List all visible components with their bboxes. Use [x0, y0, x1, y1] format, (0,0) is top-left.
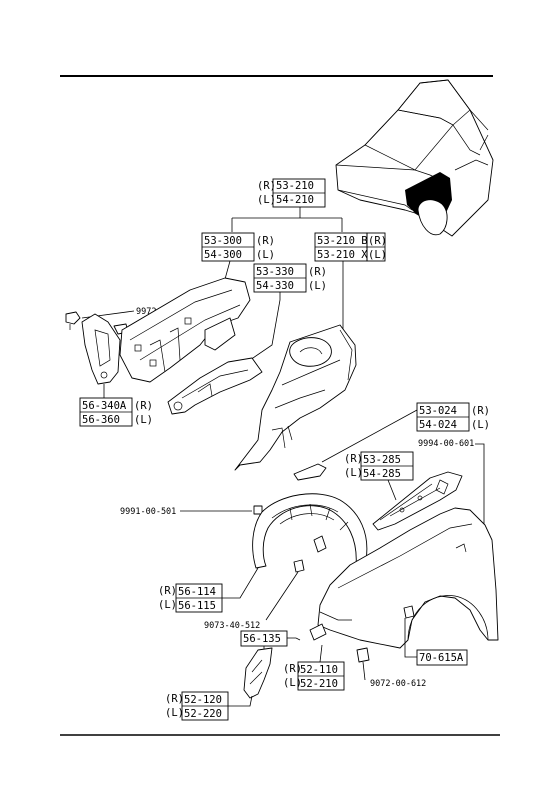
- part-mudguard-56-114: [252, 493, 368, 569]
- part-56-114: 56-114: [178, 586, 216, 598]
- callout-56-114: (R) (L) 56-114 56-115: [158, 567, 259, 613]
- label-110-r: (R): [283, 663, 302, 675]
- label-114-l: (L): [158, 599, 177, 611]
- label-top-l: (L): [257, 194, 276, 206]
- part-52-110: 52-110: [300, 664, 338, 676]
- label-285-r: (R): [344, 453, 363, 465]
- part-56-340a: 56-340A: [82, 400, 127, 412]
- part-54-285: 54-285: [363, 468, 401, 480]
- part-shield-52-120: [243, 647, 273, 699]
- part-53-285: 53-285: [363, 454, 401, 466]
- part-53-210: 53-210: [276, 180, 314, 192]
- label-024-r: (R): [471, 405, 490, 417]
- label-210b-r: (R): [368, 235, 387, 247]
- part-53-330: 53-330: [256, 266, 294, 278]
- part-lower-member-53-330: [167, 357, 263, 415]
- part-bracket-53-024: [293, 463, 327, 481]
- bolt-icon: [65, 311, 81, 325]
- screw-icon: [253, 505, 263, 515]
- label-285-l: (L): [344, 467, 363, 479]
- callout-53-300: 53-300 54-300 (R) (L): [201, 232, 275, 291]
- callout-53-210: (R) (L) 53-210 54-210: [231, 178, 343, 232]
- bolt-icon-2: [356, 647, 370, 663]
- callout-52-120: (R) (L) 52-120 52-220: [165, 691, 253, 721]
- part-56-360: 56-360: [82, 414, 120, 426]
- label-330-l: (L): [308, 280, 327, 292]
- label-300-l: (L): [256, 249, 275, 261]
- callout-53-210b: 53-210 B 53-210 X (R) (L): [314, 232, 387, 330]
- part-52-220: 52-220: [184, 708, 222, 720]
- part-53-300: 53-300: [204, 235, 242, 247]
- part-seal-56-135: [309, 623, 327, 641]
- part-52-120: 52-120: [184, 694, 222, 706]
- label-120-l: (L): [165, 707, 184, 719]
- label-340-r: (R): [134, 400, 153, 412]
- callout-56-135: 56-135: [240, 630, 301, 655]
- part-56-135: 56-135: [243, 633, 281, 645]
- label-110-l: (L): [283, 677, 302, 689]
- part-70-615a: 70-615A: [419, 652, 464, 664]
- part-53-210b: 53-210 B: [317, 235, 368, 247]
- part-frame-rail-53-300: [119, 277, 251, 383]
- part-fender-52-110: [317, 507, 499, 649]
- part-56-115: 56-115: [178, 600, 216, 612]
- part-54-024: 54-024: [419, 419, 457, 431]
- callout-52-110: (R) (L) 52-110 52-210: [283, 644, 345, 691]
- label-340-l: (L): [134, 414, 153, 426]
- callout-9073-40-512: 9073-40-512: [204, 559, 305, 631]
- part-52-210: 52-210: [300, 678, 338, 690]
- part-bar-53-285: [372, 471, 463, 531]
- label-114-r: (R): [158, 585, 177, 597]
- screw-icon-2: [293, 559, 305, 573]
- label-120-r: (R): [165, 693, 184, 705]
- callout-53-024: 53-024 54-024 (R) (L): [321, 402, 490, 463]
- part-9072-00-612: 9072-00-612: [370, 679, 426, 689]
- part-53-210x: 53-210 X: [317, 249, 368, 261]
- label-024-l: (L): [471, 419, 490, 431]
- part-54-300: 54-300: [204, 249, 242, 261]
- part-54-330: 54-330: [256, 280, 294, 292]
- callout-56-340a: 56-340A 56-360 (R) (L): [79, 384, 153, 427]
- part-9994-00-601: 9994-00-601: [418, 439, 474, 449]
- part-53-024: 53-024: [419, 405, 457, 417]
- part-apron-53-210b: [234, 324, 357, 471]
- callout-53-330: 53-330 54-330 (R) (L): [249, 263, 327, 361]
- part-9073-40-512: 9073-40-512: [204, 621, 260, 631]
- callout-53-285: (R) (L) 53-285 54-285: [344, 451, 414, 501]
- label-330-r: (R): [308, 266, 327, 278]
- part-54-210: 54-210: [276, 194, 314, 206]
- callout-9991-00-501: 9991-00-501: [120, 505, 263, 517]
- label-top-r: (R): [257, 180, 276, 192]
- label-210b-l: (L): [368, 249, 387, 261]
- part-9991-00-501: 9991-00-501: [120, 507, 176, 517]
- car-illustration: [335, 79, 494, 237]
- callout-9072-00-612: 9072-00-612: [356, 647, 426, 689]
- callout-70-615a: 70-615A: [404, 618, 468, 666]
- label-300-r: (R): [256, 235, 275, 247]
